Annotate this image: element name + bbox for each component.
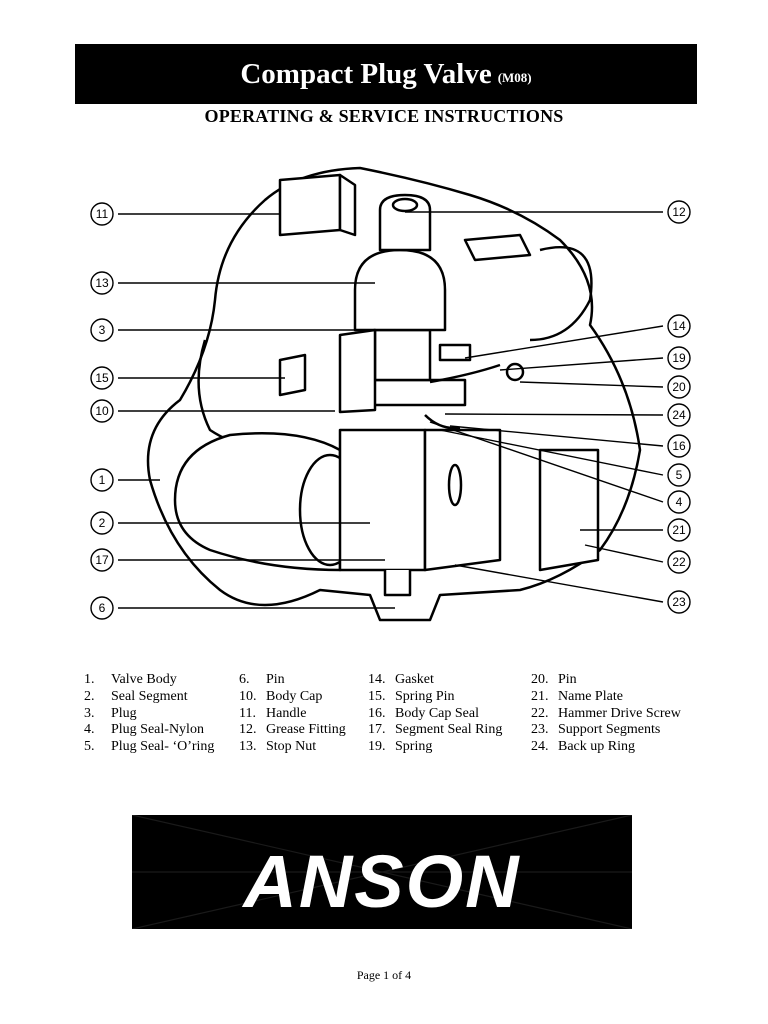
callout-21: 21 xyxy=(667,518,691,542)
parts-column-3: 14.Gasket 15.Spring Pin 16.Body Cap Seal… xyxy=(368,672,502,756)
logo-text: ANSON xyxy=(241,840,520,923)
svg-text:5: 5 xyxy=(676,468,683,482)
part-item: 13.Stop Nut xyxy=(239,739,317,755)
callout-markers: 11 13 3 15 10 1 2 17 6 12 14 19 20 24 16… xyxy=(90,200,691,620)
part-item: 3.Plug xyxy=(84,705,137,721)
svg-text:4: 4 xyxy=(676,495,683,509)
callout-12: 12 xyxy=(667,200,691,224)
svg-text:14: 14 xyxy=(672,319,686,333)
part-item: 21.Name Plate xyxy=(531,688,623,704)
part-item: 10.Body Cap xyxy=(239,688,323,704)
part-item: 5.Plug Seal- ‘O’ring xyxy=(84,739,215,755)
part-item: 1.Valve Body xyxy=(84,672,177,687)
callout-2: 2 xyxy=(90,511,114,535)
callout-10: 10 xyxy=(90,399,114,423)
callout-6: 6 xyxy=(90,596,114,620)
grease-fitting xyxy=(378,193,432,252)
part-item: 14.Gasket xyxy=(368,672,434,687)
callout-19: 19 xyxy=(667,346,691,370)
svg-text:11: 11 xyxy=(96,207,109,221)
callout-1: 1 xyxy=(90,468,114,492)
svg-text:2: 2 xyxy=(99,516,106,530)
svg-text:1: 1 xyxy=(99,473,106,487)
model-code: (M08) xyxy=(497,70,532,85)
svg-text:22: 22 xyxy=(672,555,686,569)
callout-16: 16 xyxy=(667,434,691,458)
svg-text:16: 16 xyxy=(672,439,686,453)
svg-text:13: 13 xyxy=(95,276,109,290)
svg-text:20: 20 xyxy=(672,380,686,394)
title-banner: Compact Plug Valve (M08) xyxy=(75,44,697,104)
part-item: 17.Segment Seal Ring xyxy=(368,722,503,738)
svg-text:23: 23 xyxy=(672,595,686,609)
svg-text:6: 6 xyxy=(99,601,106,615)
callout-24: 24 xyxy=(667,403,691,427)
callout-leaders xyxy=(118,211,664,609)
name-plate xyxy=(538,448,600,572)
part-item: 11.Handle xyxy=(239,705,307,721)
part-item: 16.Body Cap Seal xyxy=(368,705,479,721)
anson-logo: ANSON xyxy=(132,815,632,929)
document-title: Compact Plug Valve xyxy=(240,57,492,90)
parts-column-1: 1.Valve Body 2.Seal Segment 3.Plug 4.Plu… xyxy=(84,672,214,756)
svg-text:15: 15 xyxy=(95,371,109,385)
callout-14: 14 xyxy=(667,314,691,338)
callout-22: 22 xyxy=(667,550,691,574)
valve-cutaway-diagram: 11 13 3 15 10 1 2 17 6 12 14 19 20 24 16… xyxy=(90,166,691,622)
part-item: 12.Grease Fitting xyxy=(239,722,346,738)
svg-text:24: 24 xyxy=(672,408,686,422)
part-item: 15.Spring Pin xyxy=(368,688,455,704)
page-number: Page 1 of 4 xyxy=(356,968,412,982)
parts-column-2: 6.Pin 10.Body Cap 11.Handle 12.Grease Fi… xyxy=(239,672,346,756)
part-item: 6.Pin xyxy=(239,672,285,687)
svg-text:19: 19 xyxy=(672,351,686,365)
callout-3: 3 xyxy=(90,318,114,342)
callout-15: 15 xyxy=(90,366,114,390)
callout-5: 5 xyxy=(667,463,691,487)
document-subtitle: OPERATING & SERVICE INSTRUCTIONS xyxy=(204,106,564,126)
callout-17: 17 xyxy=(90,548,114,572)
part-item: 22.Hammer Drive Screw xyxy=(531,705,681,721)
svg-text:10: 10 xyxy=(95,404,109,418)
callout-13: 13 xyxy=(90,271,114,295)
part-item: 19.Spring xyxy=(368,739,433,755)
part-item: 2.Seal Segment xyxy=(84,688,188,704)
part-item: 23.Support Segments xyxy=(531,722,661,738)
callout-11: 11 xyxy=(90,202,114,226)
svg-text:21: 21 xyxy=(672,523,686,537)
svg-text:3: 3 xyxy=(99,323,106,337)
svg-text:12: 12 xyxy=(672,205,686,219)
part-item: 24.Back up Ring xyxy=(531,739,635,755)
part-item: 4.Plug Seal-Nylon xyxy=(84,722,204,738)
callout-20: 20 xyxy=(667,375,691,399)
svg-text:17: 17 xyxy=(95,553,109,567)
part-item: 20.Pin xyxy=(531,672,577,687)
callout-23: 23 xyxy=(667,590,691,614)
parts-column-4: 20.Pin 21.Name Plate 22.Hammer Drive Scr… xyxy=(531,672,681,756)
callout-4: 4 xyxy=(667,490,691,514)
